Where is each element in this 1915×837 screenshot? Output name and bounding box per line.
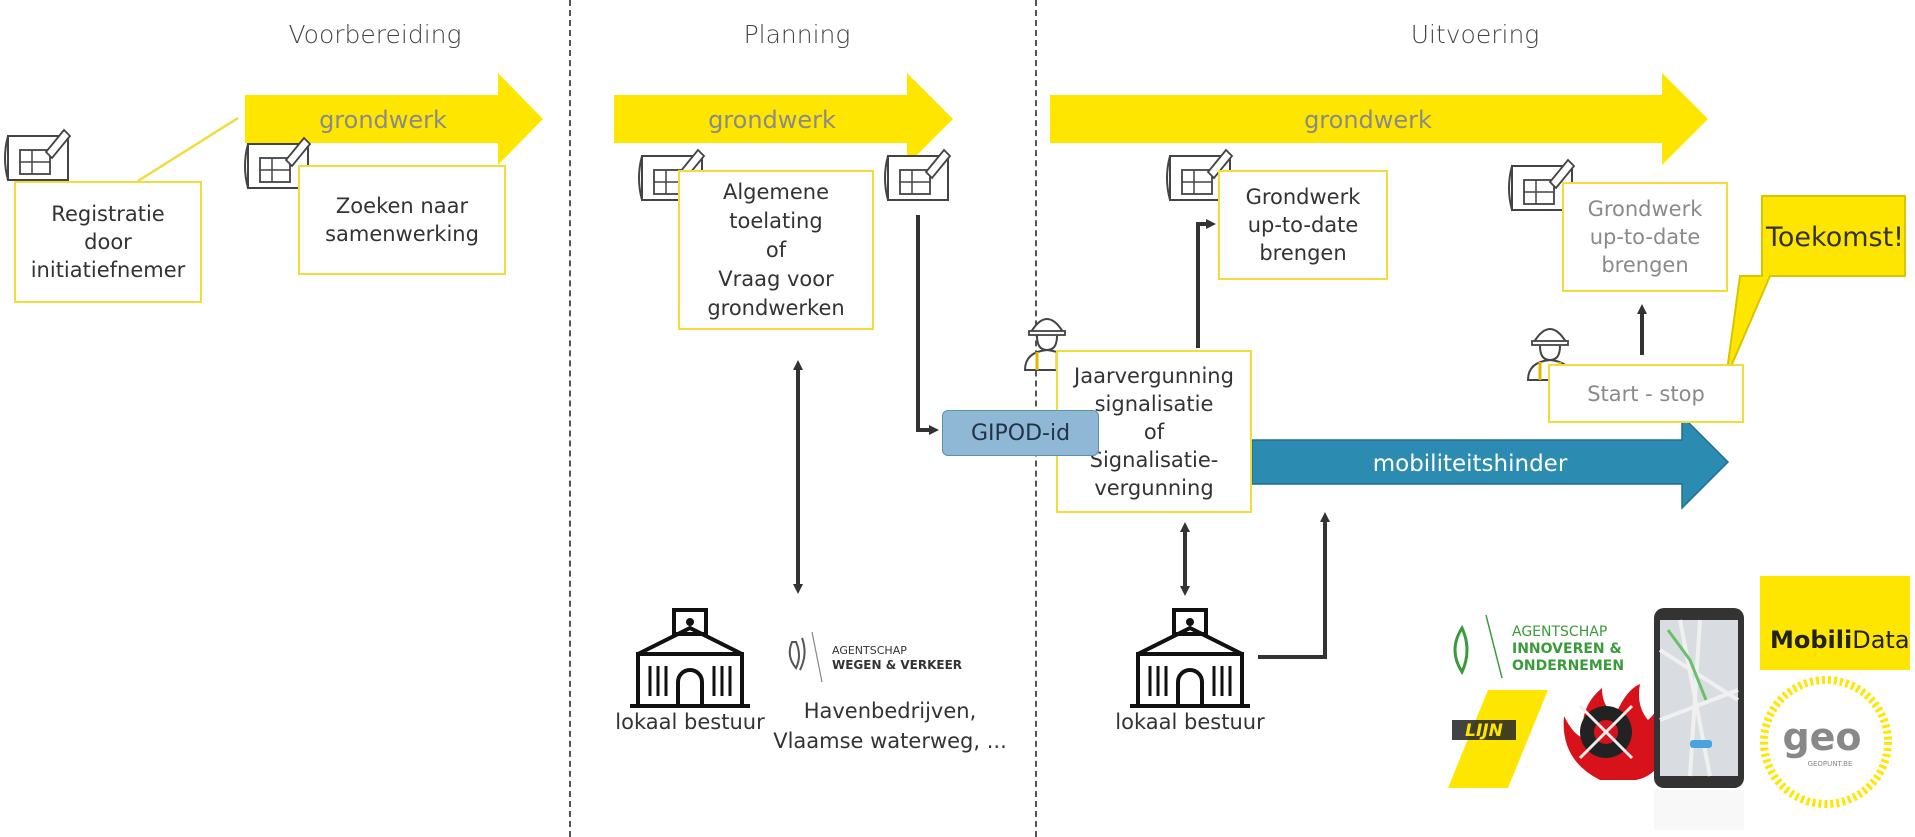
toelating-line: of [765,237,787,262]
phase-divider [569,0,571,837]
uptodate-line: brengen [1601,253,1689,277]
registratie-box: Registratie door initiatiefnemer [14,181,202,303]
grondwerk-arrow-label: grondwerk [1304,106,1432,134]
jaarvergunning-to-uptodate-connector [1196,219,1216,348]
jaarvergunning-line: vergunning [1094,475,1214,500]
gipod-label: GIPOD-id [970,420,1071,446]
lokaal-to-mobiliteit-connector [1258,512,1330,659]
lokaal-bestuur-label: lokaal bestuur [1115,710,1265,734]
zoeken-samenwerking-box: Zoeken naar samenwerking [298,165,506,275]
vlaio-logo: AGENTSCHAP INNOVEREN & ONDERNEMEN [1453,614,1624,679]
grondwerk-uptodate-box: Grondwerk up-to-date brengen [1218,170,1388,280]
svg-text:WEGEN & VERKEER: WEGEN & VERKEER [832,658,962,672]
uptodate-line: Grondwerk [1587,197,1703,221]
jaarvergunning-line: signalisatie [1094,391,1214,416]
svg-text:LIJN: LIJN [1465,721,1503,741]
fire-brigade-icon [1563,684,1674,780]
phase-title-uitvoering: Uitvoering [1410,20,1540,49]
registratie-line: Registratie [51,202,165,226]
registratie-line: door [84,230,132,254]
toelating-line: toelating [729,208,823,233]
grondwerk-arrow-label: grondwerk [708,106,836,134]
jaarvergunning-line: of [1143,419,1165,444]
phase-title-planning: Planning [743,20,851,49]
toekomst-callout [1725,195,1906,379]
jaarvergunning-line: Signalisatie- [1089,447,1219,472]
blueprint-icon [4,129,71,181]
svg-text:GEOPUNT.BE: GEOPUNT.BE [1808,760,1853,768]
zoeken-line: samenwerking [325,222,479,246]
phase-title-voorbereiding: Voorbereiding [288,20,462,49]
svg-text:geo: geo [1782,715,1861,759]
smartphone-map-icon [1654,608,1744,830]
start-stop-box: Start - stop [1548,364,1744,423]
uptodate-line: up-to-date [1247,213,1359,237]
svg-text:INNOVEREN &: INNOVEREN & [1512,641,1622,657]
svg-text:MobiliData: MobiliData [1770,626,1910,654]
zoeken-line: Zoeken naar [335,194,469,218]
svg-text:ONDERNEMEN: ONDERNEMEN [1512,658,1624,674]
svg-text:AGENTSCHAP: AGENTSCHAP [832,644,907,657]
havenbedrijven-label: Havenbedrijven, Vlaamse waterweg, ... [770,696,1010,756]
grondwerk-arrow-voorbereiding [245,73,543,165]
toelating-line: Algemene [722,179,830,204]
mobilidata-logo: MobiliData [1760,576,1910,670]
grondwerk-arrow-uitvoering [1050,73,1708,165]
geopunt-logo: geo GEOPUNT.BE [1760,676,1892,808]
mobiliteitshinder-label: mobiliteitshinder [1373,451,1568,477]
havenbedrijven-line: Vlaamse waterweg, ... [773,729,1007,753]
havenbedrijven-line: Havenbedrijven, [803,699,977,723]
toelating-line: Vraag voor [718,266,834,291]
gipod-id-badge: GIPOD-id [942,410,1099,456]
registratie-line: initiatiefnemer [30,258,186,282]
uptodate-line: up-to-date [1589,225,1701,249]
uptodate-line: Grondwerk [1245,185,1361,209]
svg-text:AGENTSCHAP: AGENTSCHAP [1512,624,1607,640]
grondwerk-uptodate-future-box: Grondwerk up-to-date brengen [1562,182,1728,292]
government-building-icon [628,608,752,708]
awv-logo: AGENTSCHAP WEGEN & VERKEER [788,631,962,683]
algemene-toelating-box: Algemene toelating of Vraag voor grondwe… [678,170,874,330]
toekomst-text: Toekomst! [1765,222,1904,253]
toelating-line: grondwerken [707,295,845,320]
lokaal-bestuur-label: lokaal bestuur [615,710,765,734]
government-building-icon [1128,608,1252,708]
delijn-logo: LIJN [1448,690,1548,788]
uptodate-line: brengen [1259,241,1347,265]
registratie-connector [137,116,239,183]
grondwerk-arrow-label: grondwerk [319,106,447,134]
mobiliteitshinder-arrow [1251,414,1730,510]
planning-to-gipod-connector [916,215,939,435]
grondwerk-arrow-planning [614,73,953,165]
start-stop-label: Start - stop [1587,381,1705,406]
blueprint-icon [884,149,951,201]
jaarvergunning-line: Jaarvergunning [1074,363,1234,388]
